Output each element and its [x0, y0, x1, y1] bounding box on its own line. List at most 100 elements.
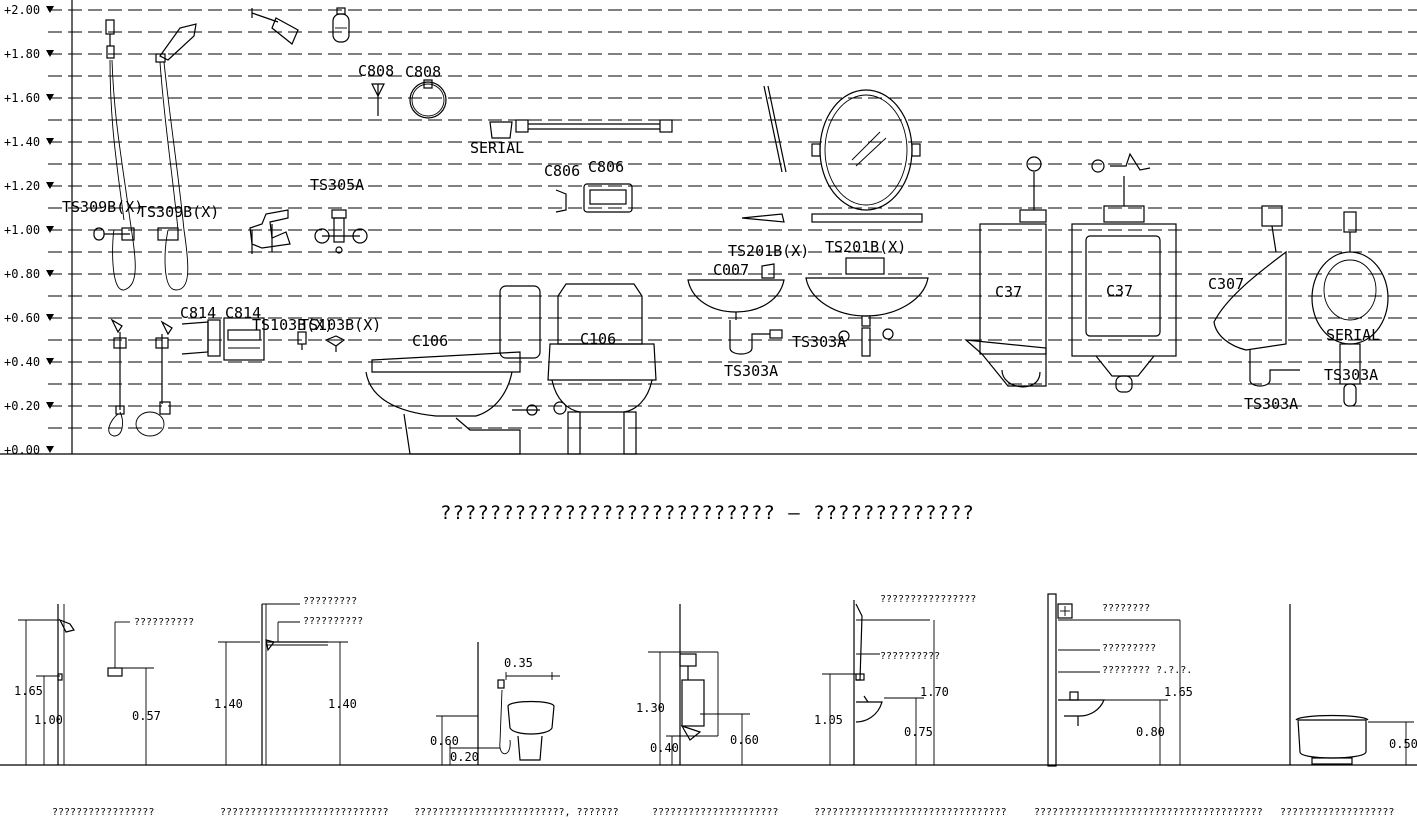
note-5-a: ???????????????? — [880, 594, 976, 605]
urinal-1-side — [964, 156, 1047, 388]
elevation-label: +0.40 — [4, 355, 40, 369]
label-ts303a-4: TS303A — [1244, 395, 1298, 413]
elevation-label: +0.00 — [4, 443, 40, 457]
label-ts303a-2: TS303A — [792, 333, 846, 351]
bath-mixer — [314, 209, 368, 254]
mixer-tap-wall — [249, 209, 291, 254]
main-title: ??????????????????????????? — ??????????… — [440, 502, 975, 524]
section-toilet: 0.35 0.60 0.20 ?????????????????????????… — [414, 642, 619, 818]
dim-1-057: 0.57 — [132, 709, 161, 723]
elevation-label: +0.20 — [4, 399, 40, 413]
label-ts303a-3: TS303A — [1324, 366, 1378, 384]
elevation-label: +1.80 — [4, 47, 40, 61]
caption-6: ?????????????????????????????????????? — [1034, 807, 1263, 818]
elevation-marker-icon — [46, 402, 54, 409]
elevation-marker-icon — [46, 446, 54, 453]
label-ts303a-1: TS303A — [724, 362, 778, 380]
elevation-marker-icon — [46, 182, 54, 189]
label-c806-2: C806 — [588, 158, 624, 176]
label-c307: C307 — [1208, 275, 1244, 293]
label-c37-1: C37 — [995, 283, 1022, 301]
caption-7: ??????????????????? — [1280, 807, 1394, 818]
elevation-label: +1.00 — [4, 223, 40, 237]
fixture-labels: TS309B(X) TS309B(X) TS305A C808 C808 SER… — [62, 62, 1380, 413]
urinal-4-front — [1311, 211, 1389, 407]
urinal-2-front — [1071, 152, 1177, 393]
oval-mirror — [811, 89, 921, 211]
elevation-label: +2.00 — [4, 3, 40, 17]
label-serial-2: SERIAL — [1326, 326, 1380, 344]
caption-2: ???????????????????????????? — [220, 807, 389, 818]
dim-2-140b: 1.40 — [328, 697, 357, 711]
dim-5-075: 0.75 — [904, 725, 933, 739]
caption-3: ?????????????????????????, ??????? — [414, 807, 619, 818]
dim-6-080: 0.80 — [1136, 725, 1165, 739]
label-ts309b-2: TS309B(X) — [138, 203, 219, 221]
elevation-label: +1.40 — [4, 135, 40, 149]
elevation-label: +1.60 — [4, 91, 40, 105]
elevation-marker-icon — [46, 358, 54, 365]
dim-3-020: 0.20 — [450, 750, 479, 764]
dim-4-060: 0.60 — [730, 733, 759, 747]
label-ts201b-1: TS201B(X) — [728, 242, 809, 260]
note-1-a: ?????????? — [134, 617, 194, 628]
towel-ring — [409, 79, 447, 119]
label-c814-1: C814 — [180, 304, 216, 322]
elevation-marker-icon — [46, 138, 54, 145]
towel-bar — [515, 119, 673, 133]
dim-4-130: 1.30 — [636, 701, 665, 715]
soap-holder — [489, 121, 513, 139]
label-c37-2: C37 — [1106, 282, 1133, 300]
elevation-grid — [0, 0, 1417, 455]
section-bathtub: 0.50 ??????????????????? — [1280, 604, 1417, 818]
label-ts305a: TS305A — [310, 176, 364, 194]
dim-5-105: 1.05 — [814, 713, 843, 727]
section-basin-tiled: 1.65 0.80 ???????? ????????? ???????? ?.… — [1034, 593, 1263, 818]
label-ts103b-2: TS103B(X) — [300, 316, 381, 334]
elevation-label: +0.80 — [4, 267, 40, 281]
dim-3-060: 0.60 — [430, 734, 459, 748]
note-6-b: ????????? — [1102, 643, 1156, 654]
elevation-marker-icon — [46, 6, 54, 13]
dim-2-140a: 1.40 — [214, 697, 243, 711]
caption-1: ????????????????? — [52, 807, 154, 818]
wall-basin-side — [687, 263, 785, 355]
caption-5: ???????????????????????????????? — [814, 807, 1007, 818]
dim-7-050: 0.50 — [1389, 737, 1417, 751]
hand-shower-2 — [135, 320, 173, 437]
stop-valve-1 — [297, 331, 307, 350]
caption-4: ????????????????????? — [652, 807, 778, 818]
label-c808-2: C808 — [405, 63, 441, 81]
note-2-a: ????????? — [303, 596, 357, 607]
dim-3-035: 0.35 — [504, 656, 533, 670]
label-ts309b-1: TS309B(X) — [62, 198, 143, 216]
section-shower: 1.65 1.00 0.57 ?????????? ??????????????… — [14, 604, 194, 818]
paper-holder-front — [583, 183, 633, 213]
urinal-3-side — [1213, 205, 1300, 387]
toilet-paper-holder-left — [181, 319, 221, 357]
elevation-marker-icon — [46, 94, 54, 101]
dim-4-040: 0.40 — [650, 741, 679, 755]
dim-1-165: 1.65 — [14, 684, 43, 698]
countertop-basin — [805, 257, 929, 357]
label-ts201b-2: TS201B(X) — [825, 238, 906, 256]
label-ts103b-1: TS103B(X) — [252, 316, 333, 334]
dim-5-170: 1.70 — [920, 685, 949, 699]
elevation-label: +0.60 — [4, 311, 40, 325]
hand-shower-1 — [108, 318, 127, 437]
dim-6-165: 1.65 — [1164, 685, 1193, 699]
mirror-tilt — [763, 85, 787, 173]
robe-hook — [371, 83, 385, 116]
shower-hose-set-1 — [93, 19, 136, 291]
stop-valve-2 — [324, 335, 346, 352]
shelf — [741, 213, 923, 223]
label-serial-1: SERIAL — [470, 139, 524, 157]
label-c814-2: C814 — [225, 304, 261, 322]
shower-head-fixed — [251, 8, 299, 45]
elevation-marker-icon — [46, 270, 54, 277]
elevation-marker-icon — [46, 226, 54, 233]
shower-head-round — [332, 7, 350, 43]
elevation-scale: +2.00+1.80+1.60+1.40+1.20+1.00+0.80+0.60… — [4, 3, 54, 457]
shower-hose-set-2 — [155, 23, 197, 291]
